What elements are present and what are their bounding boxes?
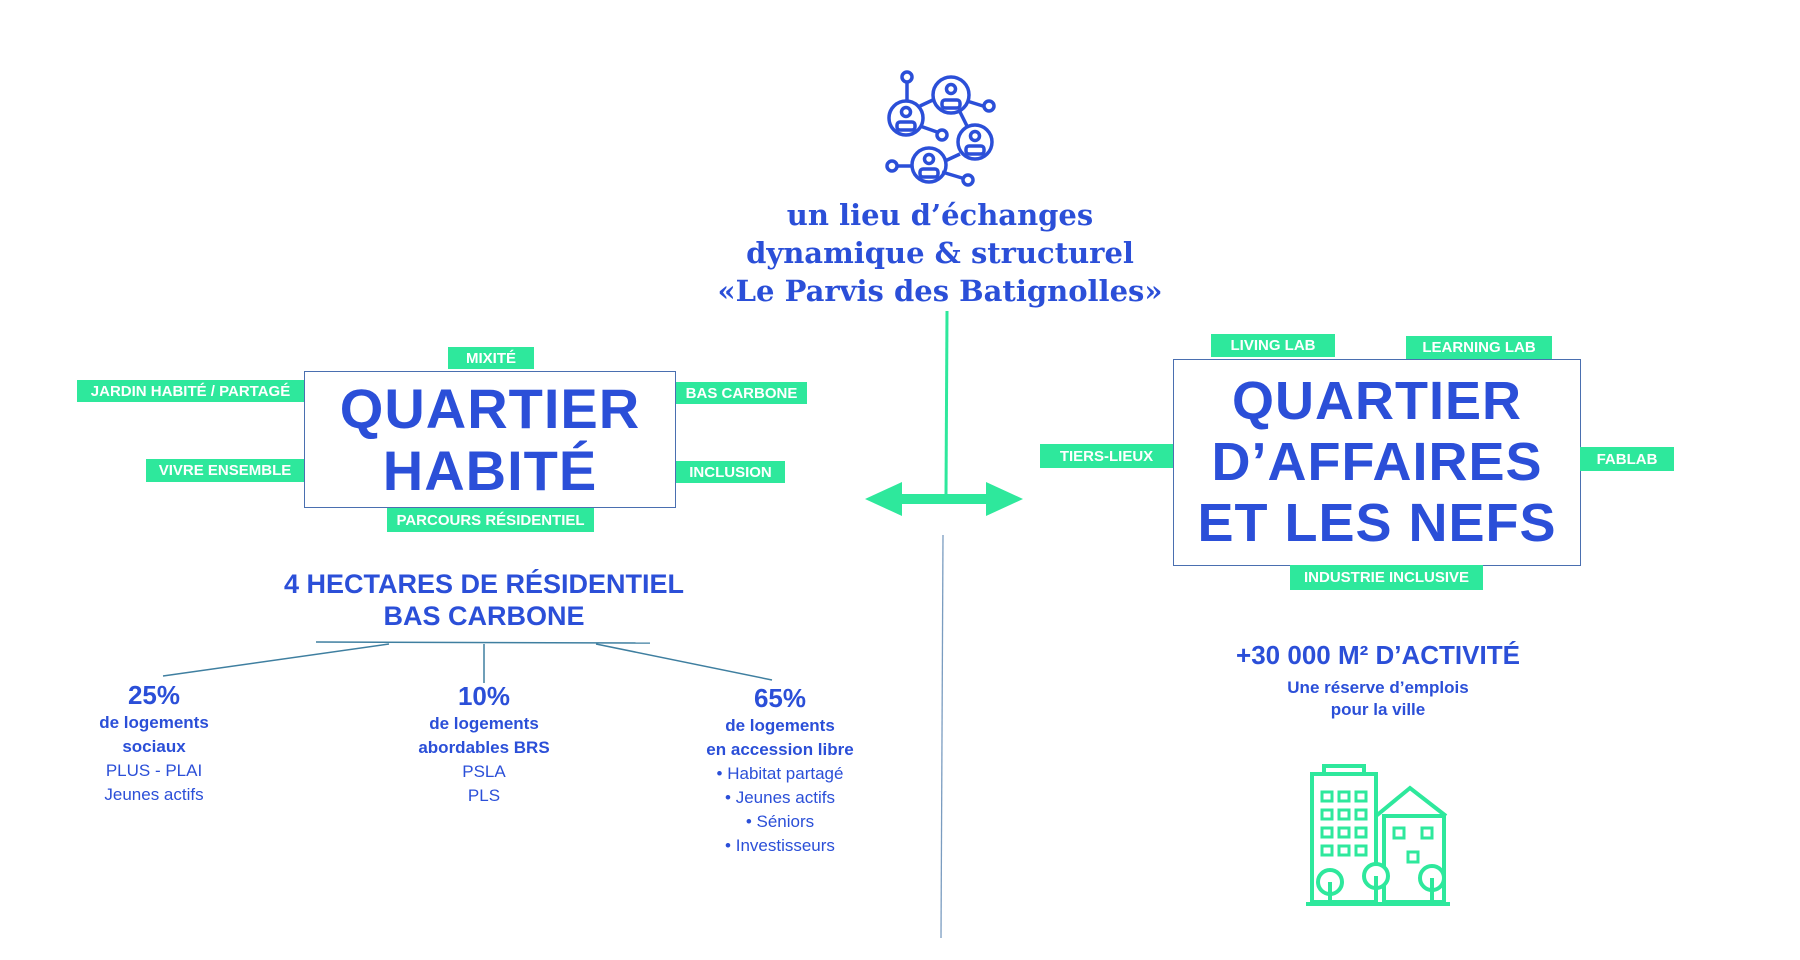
stat-detail: • Habitat partagé [716, 764, 844, 783]
activity-sub-line: Une réserve d’emplois [1287, 678, 1469, 697]
box-title-line: HABITÉ [382, 438, 598, 502]
divider-line [940, 534, 944, 939]
tag-learning-lab: LEARNING LAB [1406, 336, 1552, 359]
quartier-affaires-box: QUARTIER D’AFFAIRES ET LES NEFS [1173, 359, 1581, 566]
stat-column: 10% de logements abordables BRS PSLA PLS [384, 681, 584, 808]
double-arrow [865, 482, 1023, 516]
tag-industrie-inclusive: INDUSTRIE INCLUSIVE [1290, 565, 1483, 590]
header-line: «Le Parvis des Batignolles» [717, 274, 1163, 308]
activity-sub-line: pour la ville [1330, 700, 1426, 719]
headline-line: BAS CARBONE [383, 601, 585, 631]
stat-label: de logements [99, 713, 209, 732]
stat-label: de logements [429, 714, 539, 733]
activity-sub: Une réserve d’emplois pour la ville [1228, 677, 1528, 721]
header-title: un lieu d’échanges dynamique & structure… [600, 196, 1280, 310]
stat-label: en accession libre [706, 740, 854, 759]
box-title-line: QUARTIER [1232, 371, 1522, 431]
stat-label: sociaux [122, 737, 186, 756]
green-vertical-line [944, 310, 949, 496]
stat-detail: • Jeunes actifs [725, 788, 835, 807]
stat-detail: Jeunes actifs [104, 785, 204, 804]
activity-headline: +30 000 M² D’ACTIVITÉ [1236, 640, 1520, 670]
stat-label: abordables BRS [418, 738, 550, 757]
stat-label: de logements [725, 716, 835, 735]
stat-percent: 25% [127, 680, 181, 710]
stat-detail: PSLA [462, 762, 506, 781]
stat-detail: • Investisseurs [725, 836, 835, 855]
city-buildings-icon [1306, 764, 1450, 906]
stat-column: 65% de logements en accession libre • Ha… [670, 683, 890, 858]
stat-percent: 65% [753, 683, 807, 713]
stat-percent: 10% [457, 681, 511, 711]
box-title-line: QUARTIER [339, 376, 641, 440]
tag-bas-carbone: BAS CARBONE [676, 382, 807, 404]
stat-detail: PLUS - PLAI [105, 761, 203, 780]
tag-tiers-lieux: TIERS-LIEUX [1040, 444, 1173, 468]
stat-detail: PLS [467, 786, 501, 805]
tag-mixite: MIXITÉ [448, 347, 534, 369]
people-network-icon [885, 70, 996, 187]
header-line: un lieu d’échanges [786, 198, 1094, 232]
headline-line: 4 HECTARES DE RÉSIDENTIEL [283, 569, 685, 599]
tag-parcours: PARCOURS RÉSIDENTIEL [387, 508, 594, 532]
stat-detail: • Séniors [745, 812, 815, 831]
tag-vivre-ensemble: VIVRE ENSEMBLE [146, 459, 304, 482]
header-line: dynamique & structurel [746, 236, 1134, 270]
tag-jardin: JARDIN HABITÉ / PARTAGÉ [77, 380, 304, 402]
box-title-line: D’AFFAIRES [1211, 432, 1543, 492]
tag-fablab: FABLAB [1580, 447, 1674, 471]
box-title-line: ET LES NEFS [1197, 493, 1557, 553]
residential-headline: 4 HECTARES DE RÉSIDENTIEL BAS CARBONE [234, 568, 734, 632]
tag-living-lab: LIVING LAB [1211, 334, 1335, 357]
quartier-habite-box: QUARTIER HABITÉ [304, 371, 676, 508]
stat-column: 25% de logements sociaux PLUS - PLAI Jeu… [54, 680, 254, 807]
tree-lines [162, 641, 773, 683]
tag-inclusion: INCLUSION [676, 461, 785, 483]
